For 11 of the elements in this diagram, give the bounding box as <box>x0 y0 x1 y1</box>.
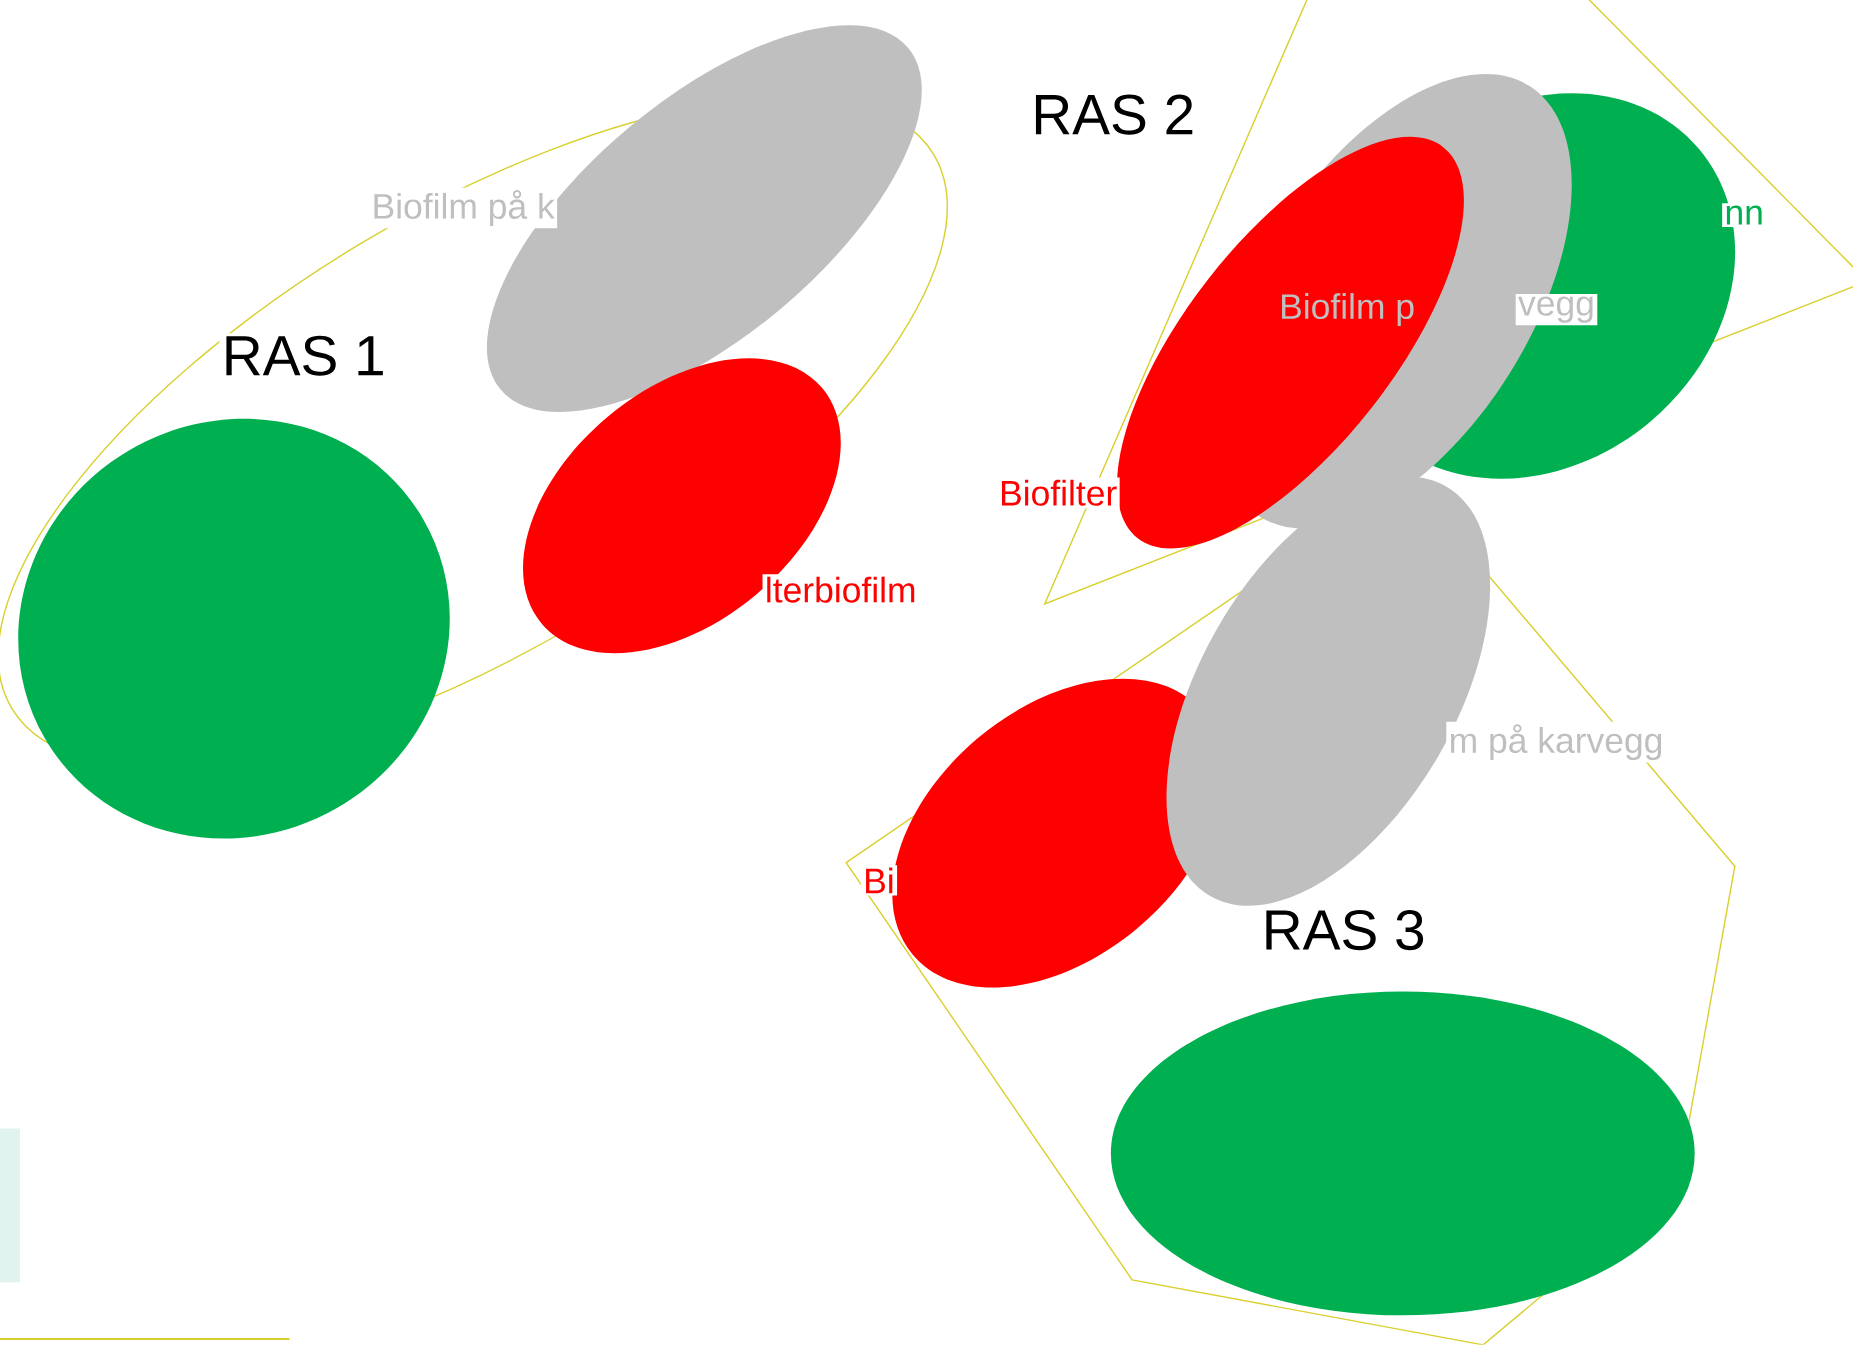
text-label: vegg <box>1515 294 1598 326</box>
group-label: RAS 1 <box>219 333 389 379</box>
text-label: m på karvegg <box>1446 721 1666 763</box>
text-label: lterbiofilm <box>762 574 919 606</box>
text-label: Biofilter <box>996 477 1120 509</box>
group-label: RAS 3 <box>1259 907 1428 953</box>
text-label: nn <box>1722 203 1767 228</box>
group-label: RAS 2 <box>1028 92 1198 138</box>
text-label: Bi <box>860 865 898 896</box>
text-label: Biofilm p <box>1282 293 1414 327</box>
text-label: Biofilm på k <box>369 187 558 229</box>
